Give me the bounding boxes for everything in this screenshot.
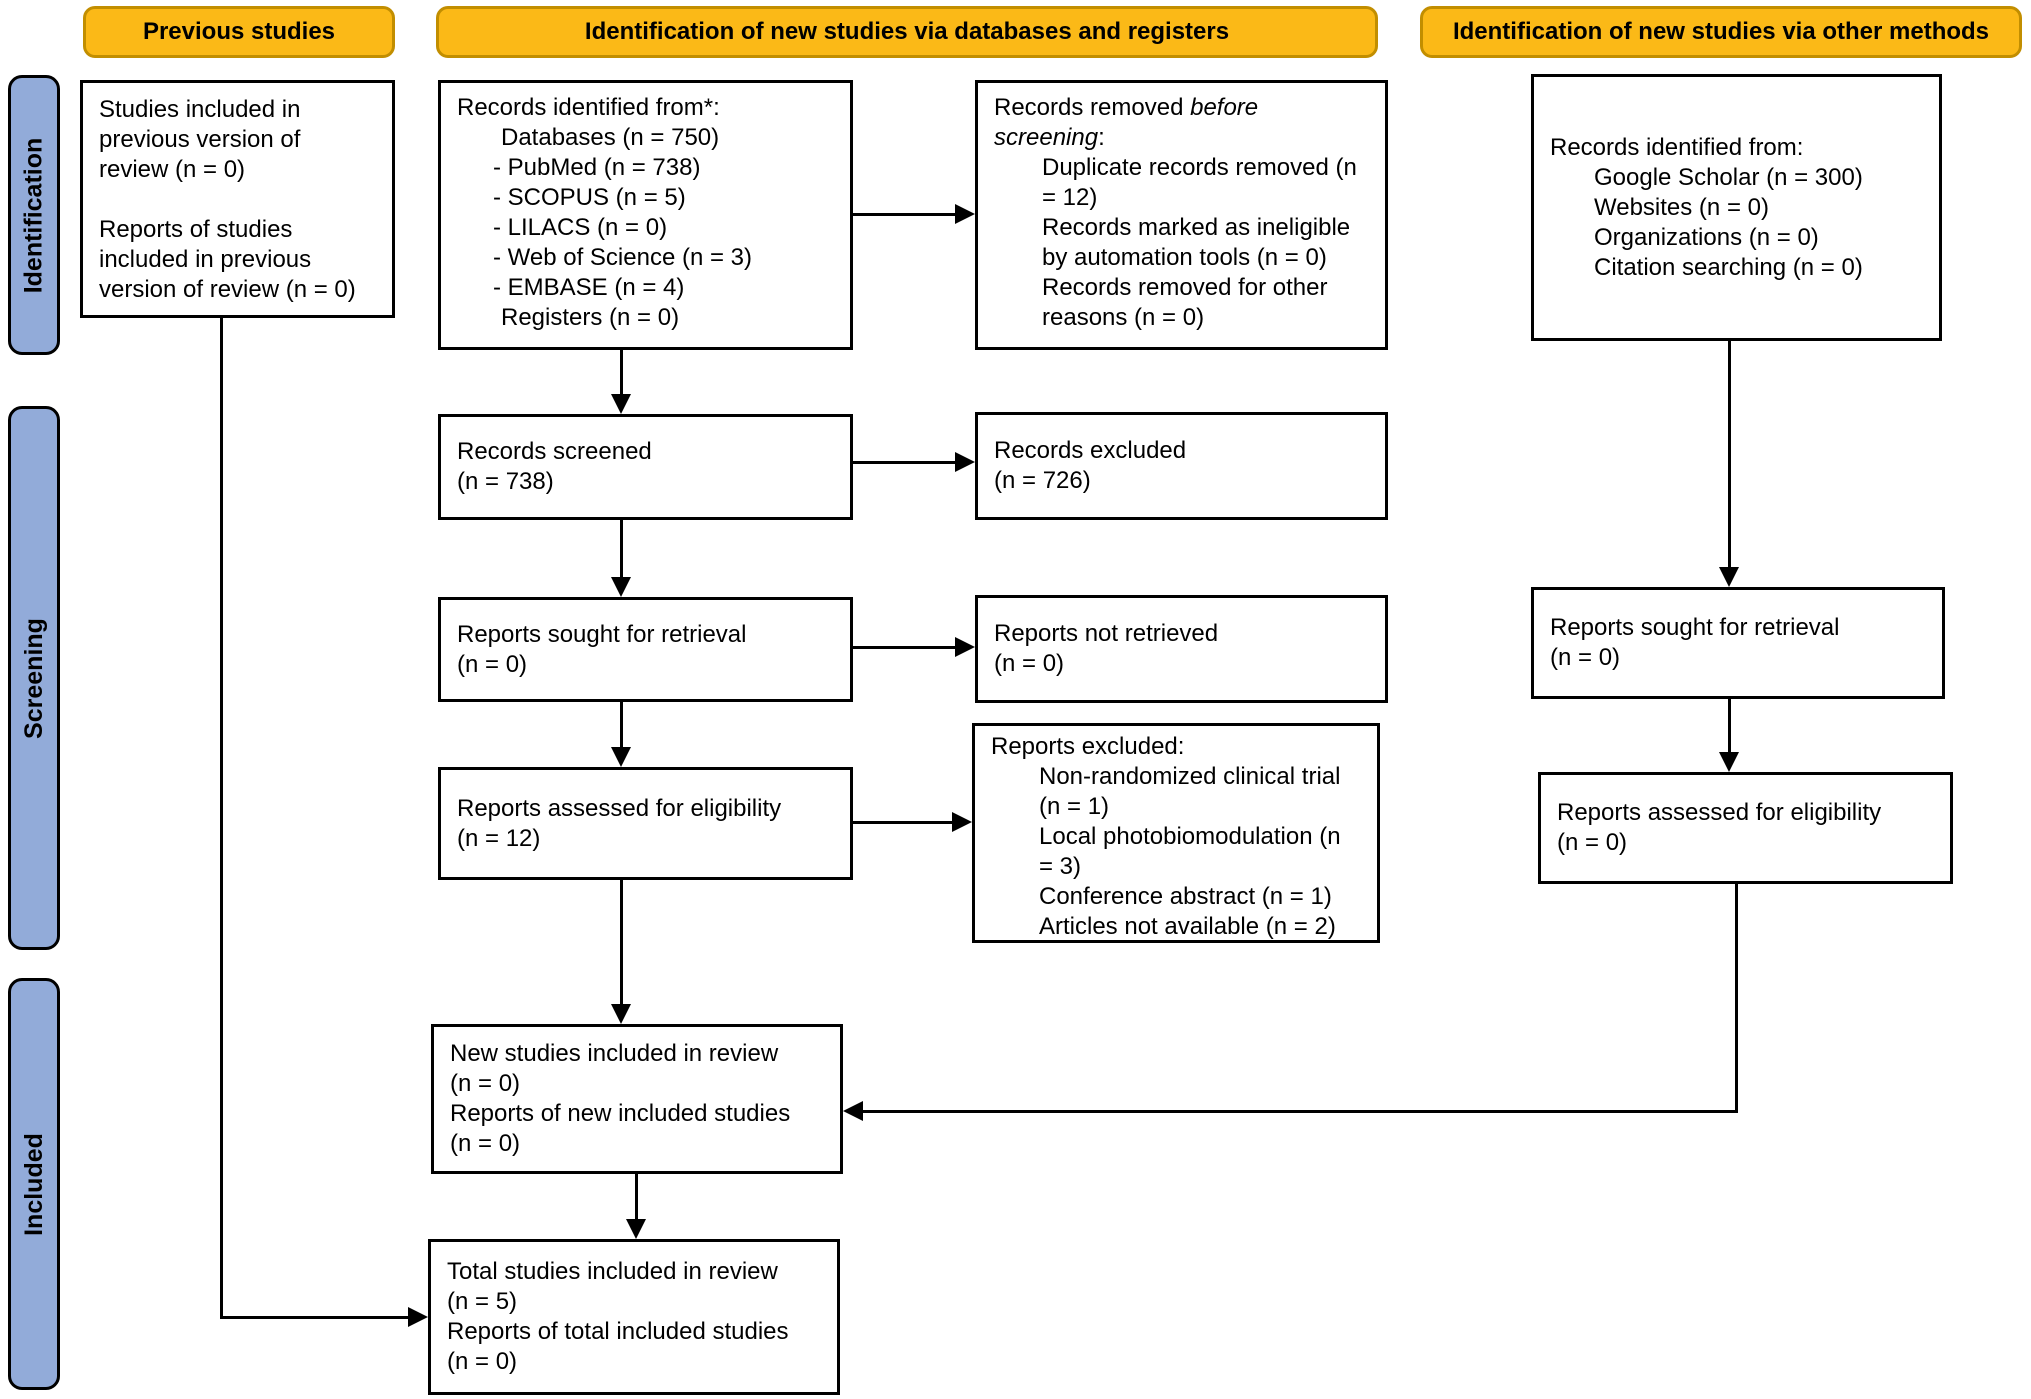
box-records-identified: Records identified from*: Databases (n =… [438,80,853,350]
box-line: Citation searching (n = 0) [1594,253,1863,281]
box-line: = 3) [1039,853,1082,880]
box-reports-not-retrieved: Reports not retrieved (n = 0) [975,595,1388,703]
box-line: (n = 0) [450,1070,521,1097]
box-line: (n = 1) [1039,793,1110,820]
box-line: - EMBASE (n = 4) [493,274,685,301]
box-records-removed: Records removed before screening: Duplic… [975,80,1388,350]
header-databases-registers-label: Identification of new studies via databa… [584,18,1230,45]
box-line: Records removed before [994,94,1259,121]
box-new-studies-included: New studies included in review (n = 0) R… [431,1024,843,1174]
box-line: Non-randomized clinical trial [1039,763,1341,790]
header-previous-studies-label: Previous studies [142,18,336,45]
box-line: Reports excluded: [991,733,1185,760]
header-databases-registers: Identification of new studies via databa… [436,6,1378,58]
box-line: - PubMed (n = 738) [493,154,701,181]
box-reports-excluded: Reports excluded: Non-randomized clinica… [972,723,1380,943]
stage-bar-identification: Identification [8,75,60,355]
box-line: Websites (n = 0) [1594,193,1769,221]
stage-included-label: Included [19,1132,48,1236]
box-line: - SCOPUS (n = 5) [493,184,686,211]
box-line: Records identified from*: [457,94,720,121]
box-line: (n = 0) [1557,829,1628,856]
box-total-studies-included: Total studies included in review (n = 5)… [428,1239,840,1395]
box-line: by automation tools (n = 0) [1042,244,1327,271]
box-line: - LILACS (n = 0) [493,214,668,241]
box-line: Registers (n = 0) [501,304,680,331]
box-other-reports-sought: Reports sought for retrieval (n = 0) [1531,587,1945,699]
box-line: (n = 738) [457,468,554,495]
box-line: Reports assessed for eligibility [457,794,782,822]
header-previous-studies: Previous studies [83,6,395,58]
box-previous-studies: Studies included in previous version of … [80,80,395,318]
stage-bar-screening: Screening [8,406,60,950]
box-line: included in previous [99,246,312,273]
box-other-reports-assessed: Reports assessed for eligibility (n = 0) [1538,772,1953,884]
box-line: Reports sought for retrieval [1550,614,1840,641]
box-line: Databases (n = 750) [501,124,720,151]
box-line: Organizations (n = 0) [1594,223,1819,251]
box-line: New studies included in review [450,1040,779,1067]
box-line: Reports not retrieved [994,620,1219,647]
box-line: Records marked as ineligible [1042,214,1351,241]
box-line: = 12) [1042,184,1098,211]
header-other-methods: Identification of new studies via other … [1420,6,2022,58]
box-line: Records excluded [994,437,1187,464]
box-line: Studies included in [99,96,301,123]
box-line: Reports of studies [99,216,293,243]
box-line: version of review (n = 0) [99,276,356,303]
box-records-screened: Records screened (n = 738) [438,414,853,520]
stage-identification-label: Identification [19,137,48,293]
box-line: - Web of Science (n = 3) [493,244,753,271]
box-line: Conference abstract (n = 1) [1039,883,1332,910]
box-line: (n = 5) [447,1288,518,1315]
box-line: screening: [994,124,1105,151]
box-line: Google Scholar (n = 300) [1594,163,1863,191]
box-line: Reports assessed for eligibility [1557,799,1882,826]
box-line: Articles not available (n = 2) [1039,913,1336,940]
box-line: Total studies included in review [447,1258,778,1285]
box-line: (n = 0) [994,650,1065,677]
box-line: Records removed for other [1042,274,1328,301]
box-line: previous version of [99,126,301,153]
box-line: Records screened [457,438,652,465]
box-other-records-identified: Records identified from: Google Scholar … [1531,74,1942,341]
box-line: Reports sought for retrieval [457,620,747,648]
stage-bar-included: Included [8,978,60,1390]
box-reports-assessed: Reports assessed for eligibility (n = 12… [438,767,853,880]
box-line: (n = 0) [457,650,528,678]
box-line: review (n = 0) [99,156,246,183]
box-records-excluded: Records excluded (n = 726) [975,412,1388,520]
box-line: Duplicate records removed (n [1042,154,1357,181]
box-line: (n = 12) [457,824,541,852]
header-other-methods-label: Identification of new studies via other … [1452,18,1990,45]
box-line [99,185,384,215]
box-line: reasons (n = 0) [1042,304,1205,331]
box-line: Reports of new included studies [450,1100,791,1127]
box-line: (n = 0) [450,1130,521,1157]
box-line: (n = 726) [994,467,1091,494]
box-line: Reports of total included studies [447,1318,789,1345]
stage-screening-label: Screening [19,617,48,739]
box-line: (n = 0) [1550,644,1621,671]
box-line: (n = 0) [447,1348,518,1375]
box-line: Local photobiomodulation (n [1039,823,1341,850]
box-reports-sought: Reports sought for retrieval (n = 0) [438,597,853,702]
box-line: Records identified from: [1550,133,1804,161]
